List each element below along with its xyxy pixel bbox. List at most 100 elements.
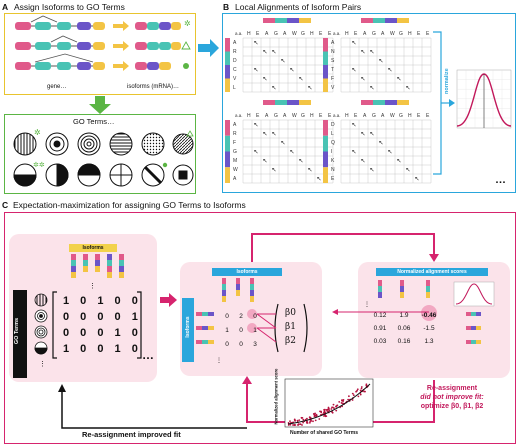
top-residue: A — [283, 31, 287, 37]
alignment-arrow: ↖ — [370, 86, 375, 92]
scatter-point — [297, 423, 300, 425]
top-residue: G — [372, 31, 376, 37]
side-residue: A — [233, 40, 237, 46]
svg-text:✲: ✲ — [184, 19, 191, 28]
scatter-point — [360, 386, 363, 388]
isoform-row-3 — [135, 62, 189, 70]
aa-label: a.a. — [235, 31, 243, 36]
blue-right-arrow — [198, 39, 219, 57]
top-residue: E — [426, 113, 430, 119]
panel-b-title: Local Alignments of Isoform Pairs — [235, 2, 362, 12]
side-isoform-segment — [225, 151, 230, 168]
scatter-point — [336, 404, 338, 407]
panel-a-label: A — [2, 2, 9, 12]
beta-0: β0 — [285, 308, 296, 318]
top-residue: H — [408, 113, 412, 119]
svg-text:⋮: ⋮ — [364, 302, 370, 308]
scatter-point — [347, 398, 349, 401]
alignment-arrow: ↖ — [308, 168, 313, 174]
alignment-arrow: ↖ — [281, 141, 286, 147]
alignment-arrow: ↖ — [272, 132, 277, 138]
top-isoform-segment — [299, 100, 311, 105]
side-residue: V — [331, 85, 335, 91]
scatter-point — [289, 423, 292, 426]
more-ellipsis: … — [495, 174, 506, 186]
alignment-arrow: ↖ — [379, 59, 384, 65]
side-residue: N — [331, 167, 335, 173]
middle-isoforms-header: Isoforms — [212, 268, 282, 276]
side-residue: A — [331, 40, 335, 46]
scatter-point — [320, 411, 323, 414]
top-residue: G — [301, 31, 305, 37]
alignment-arrow: ↖ — [308, 86, 313, 92]
scatter-point — [327, 406, 330, 409]
side-residue: R — [233, 131, 237, 137]
top-residue: G — [372, 113, 376, 119]
svg-text:⋮: ⋮ — [39, 361, 46, 368]
scatter-point — [338, 401, 341, 403]
alignment-arrow: ↖ — [361, 50, 366, 56]
matrix-row: 1 0 1 0 0 — [63, 295, 142, 307]
em-box — [4, 212, 516, 444]
beta-vector: β0 β1 β2 — [285, 306, 296, 348]
scatter-point — [352, 394, 355, 397]
svg-text:⋮: ⋮ — [216, 358, 222, 364]
side-residue: K — [331, 158, 335, 164]
side-residue: E — [331, 176, 335, 182]
scatter-frame — [284, 378, 374, 428]
scatter-point — [318, 418, 321, 420]
aa-label: a.a. — [333, 113, 341, 118]
top-isoform-segment — [385, 18, 397, 23]
side-residue: D — [233, 58, 237, 64]
panel-a-title: Assign Isoforms to GO Terms — [14, 2, 125, 12]
scatter-point — [301, 424, 303, 426]
top-residue: G — [274, 31, 278, 37]
top-isoform-segment — [397, 100, 409, 105]
top-residue: A — [265, 31, 269, 37]
scatter-point — [300, 416, 303, 419]
top-isoform-segment — [385, 100, 397, 105]
side-residue: T — [331, 67, 334, 73]
top-residue: H — [310, 113, 314, 119]
alignment-arrow: ↖ — [263, 50, 268, 56]
top-isoform-segment — [397, 18, 409, 23]
side-residue: F — [233, 140, 236, 146]
alignment-arrow: ↖ — [370, 132, 375, 138]
top-residue: E — [354, 113, 358, 119]
alignment-arrow: ↖ — [254, 41, 259, 47]
regression-graphics: ⋮ — [182, 278, 308, 364]
top-residue: H — [247, 113, 251, 119]
scatter-point — [335, 409, 338, 412]
side-isoform-segment — [323, 167, 328, 183]
scatter-point — [314, 414, 317, 417]
gene-row-2 — [15, 35, 105, 50]
scatter-xlabel: Number of shared GO Terms — [290, 430, 358, 436]
top-residue: A — [363, 113, 367, 119]
side-residue: W — [233, 167, 238, 173]
alignment-arrow: ↖ — [290, 68, 295, 74]
gene-isoform-diagram: ✲ — [15, 15, 191, 71]
alignment-arrow: ↖ — [272, 168, 277, 174]
top-residue: A — [381, 31, 385, 37]
side-isoform-segment — [225, 38, 230, 52]
svg-text:✲: ✲ — [34, 128, 41, 137]
top-isoform-segment — [361, 18, 373, 23]
top-isoform-segment — [373, 18, 385, 23]
isoforms-header: Isoforms — [69, 244, 117, 252]
top-residue: E — [256, 31, 260, 37]
beta-2: β2 — [285, 336, 296, 346]
matrix-row: 1 0 0 1 0 — [63, 343, 142, 355]
scatter-point — [312, 420, 314, 423]
gene-row-1 — [15, 15, 105, 30]
go-matrix-graphics: ⋮ ⋮ — [13, 254, 142, 378]
side-residue: G — [233, 149, 237, 155]
top-residue: G — [399, 31, 403, 37]
aa-label: a.a. — [235, 113, 243, 118]
